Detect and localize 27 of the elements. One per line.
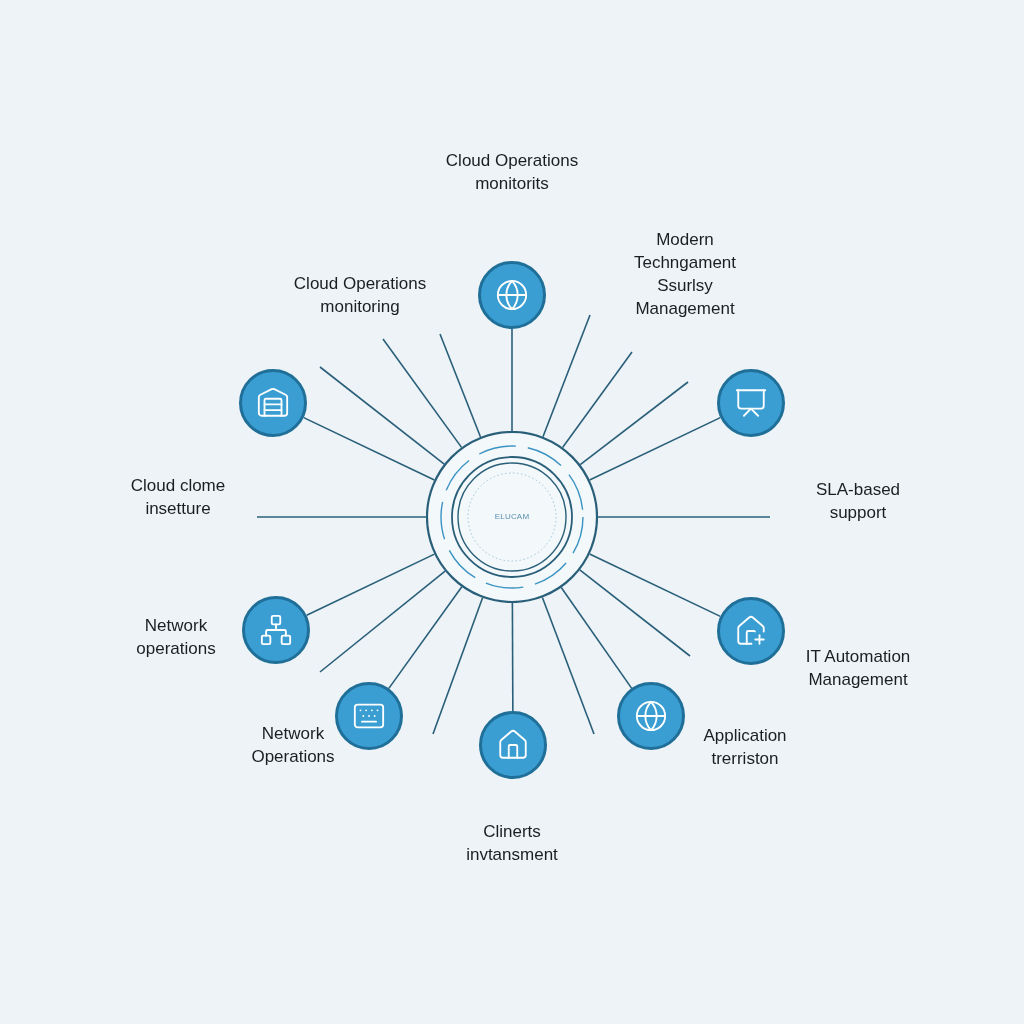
connector-line	[256, 516, 427, 518]
connector-line	[579, 381, 689, 466]
hub-label: ELUCAM	[494, 511, 530, 523]
connector-line	[541, 596, 595, 735]
node-caption: Network operations	[135, 615, 217, 660]
node-caption: IT Automation Management	[804, 646, 912, 691]
text-label: Modern Techngament Ssurlsy Management	[632, 229, 738, 320]
node-caption: Network Operations	[250, 723, 336, 768]
connector-line	[432, 597, 484, 735]
node-caption: Application trerriston	[702, 725, 788, 770]
connector-line	[511, 602, 514, 712]
connector-line	[511, 328, 513, 432]
connector-line	[382, 338, 463, 449]
text-label: Cloud Operations monitorits	[444, 150, 580, 195]
connector-line	[579, 569, 691, 657]
connector-line	[597, 516, 771, 518]
text-label: Cloud Operations monitoring	[292, 273, 428, 318]
text-label: Cloud clome insetture	[129, 475, 227, 520]
connector-line	[439, 333, 482, 438]
connector-line	[319, 366, 446, 465]
connector-line	[319, 570, 446, 673]
connector-line	[542, 314, 591, 438]
text-label: SLA-based support	[814, 479, 902, 524]
text-label: Clinerts invtansment	[465, 821, 559, 866]
connector-line	[561, 351, 633, 449]
connector-line	[388, 586, 463, 690]
connector-line	[560, 586, 633, 689]
